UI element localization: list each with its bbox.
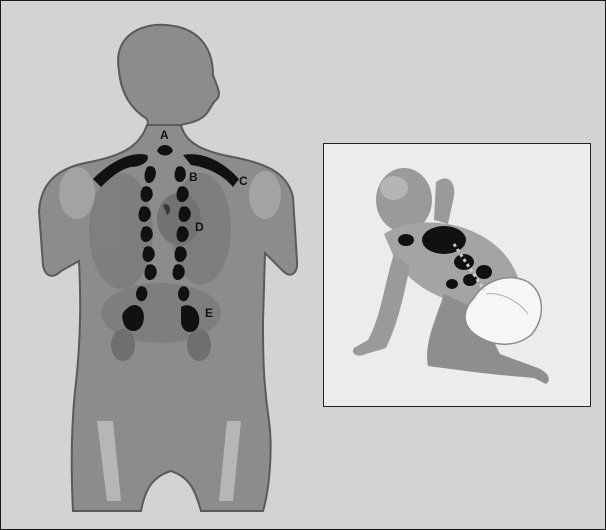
- label-c: C: [239, 174, 248, 188]
- torso-silhouette: [39, 25, 297, 511]
- label-a: A: [160, 128, 169, 142]
- baby-inset-panel: [323, 143, 591, 407]
- label-e: E: [205, 306, 213, 320]
- baby-raised-arm: [434, 178, 454, 224]
- baby-head: [376, 168, 432, 232]
- left-kidney: [111, 329, 135, 361]
- right-kidney: [187, 329, 211, 361]
- label-b: B: [189, 170, 198, 184]
- baby-front-arm: [353, 254, 410, 356]
- label-d: D: [195, 220, 204, 234]
- crawling-baby-illustration: [324, 144, 590, 406]
